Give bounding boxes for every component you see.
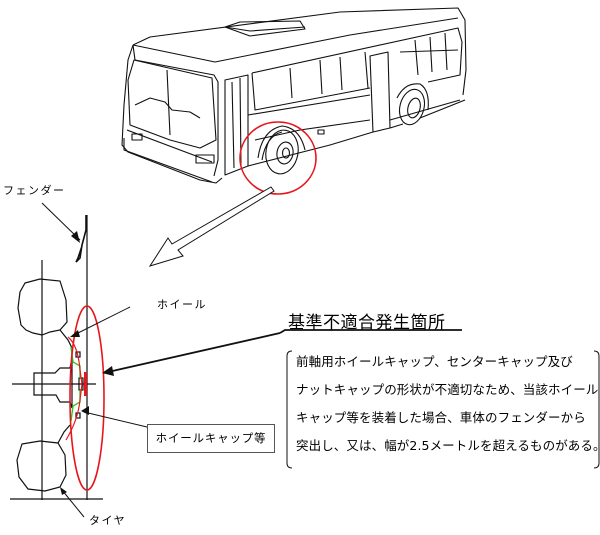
tire-label: タイヤ bbox=[89, 514, 127, 527]
description-bracket bbox=[286, 350, 600, 469]
protrusion-mark bbox=[84, 372, 87, 396]
nonconformity-location-title: 基準不適合発生箇所 bbox=[288, 313, 446, 333]
description-line: 前軸用ホイールキャップ、センターキャップ及び bbox=[296, 354, 573, 369]
arrowheads bbox=[60, 231, 114, 495]
zoom-arrow-icon bbox=[148, 186, 275, 267]
description-line: 突出し、又は、幅が2.5メートルを超えるものがある。 bbox=[296, 438, 600, 453]
detail-highlight-ellipse bbox=[69, 305, 105, 491]
description-box: 前軸用ホイールキャップ、センターキャップ及び ナットキャップの形状が不適切なため… bbox=[286, 349, 600, 471]
description-line: キャップ等を装着した場合、車体のフェンダーから bbox=[296, 410, 586, 425]
wheel-highlight-circle bbox=[239, 121, 317, 195]
bus-illustration bbox=[121, 7, 467, 184]
description-line: ナットキャップの形状が不適切なため、当該ホイール bbox=[296, 382, 599, 397]
wheel-label: ホイール bbox=[157, 298, 207, 311]
fender-label: フェンダー bbox=[3, 184, 66, 197]
wheel-cap-label-box: ホイールキャップ等 bbox=[147, 424, 275, 453]
wheel-cross-section bbox=[10, 215, 103, 500]
leader-lines bbox=[41, 202, 462, 518]
